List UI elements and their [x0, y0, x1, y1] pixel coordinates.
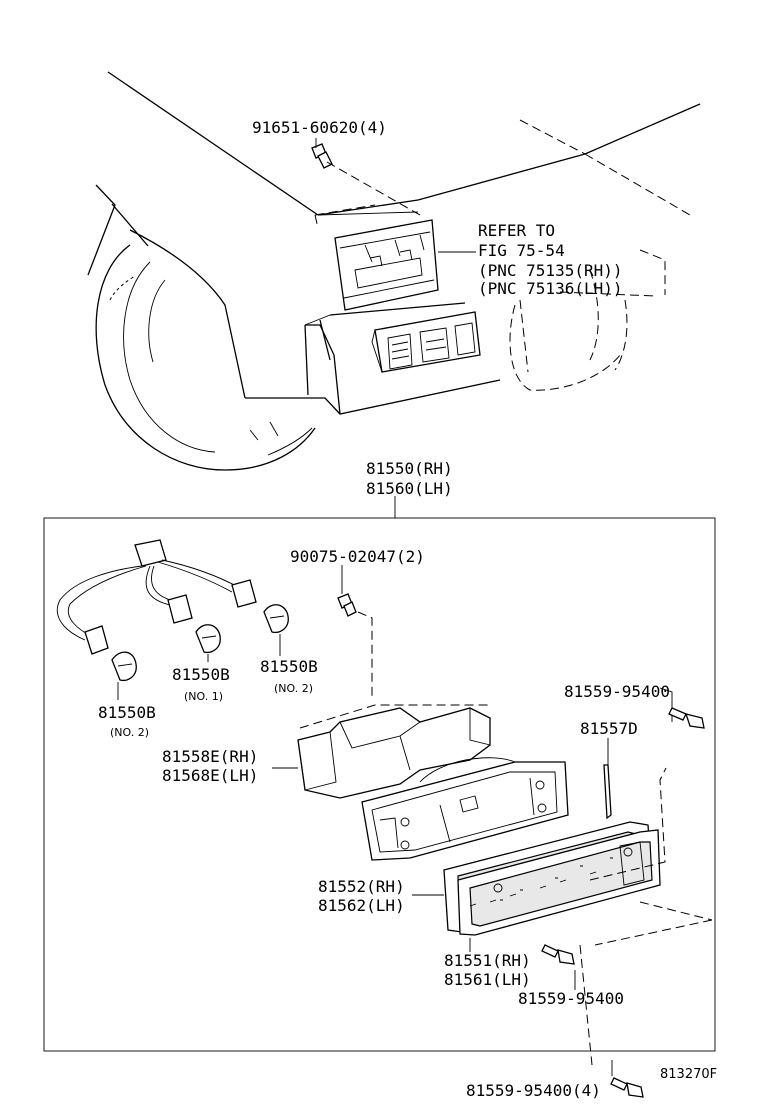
reference-note-line-2: FIG 75-54: [478, 241, 565, 260]
bulb-no2-right-note: (NO. 2): [274, 682, 313, 695]
lamp-housing: [297, 704, 491, 799]
part-number-bolt-top: 91651-60620(4): [252, 118, 387, 137]
part-number-bulb-no1: 81550B: [172, 665, 230, 684]
assembly-frame: [43, 517, 716, 1052]
gasket-strip: [603, 764, 612, 820]
bulb-icon: [263, 604, 289, 634]
reference-note-line-4: (PNC 75136(LH)): [478, 279, 623, 298]
part-number-lens-rh: 81552(RH): [318, 877, 405, 896]
bulb-no1-note: (NO. 1): [184, 690, 223, 703]
part-number-housing-lh: 81568E(LH): [162, 766, 258, 785]
reference-note-line-1: REFER TO: [478, 221, 555, 240]
figure-code: 813270F: [660, 1067, 717, 1082]
part-number-assy-lh: 81560(LH): [366, 479, 453, 498]
part-number-bulb-no2-left: 81550B: [98, 703, 156, 722]
part-number-lens-lh: 81562(LH): [318, 896, 405, 915]
part-number-cover-lh: 81561(LH): [444, 970, 531, 989]
part-number-housing-rh: 81558E(RH): [162, 747, 258, 766]
part-number-bulb-no2-right: 81550B: [260, 657, 318, 676]
screw-icon: [668, 707, 705, 729]
screw-icon: [541, 944, 575, 965]
lamp-body: [361, 757, 569, 861]
screw-icon: [610, 1077, 644, 1098]
bulb-icon: [195, 624, 221, 654]
part-number-screw-right: 81559-95400: [564, 682, 670, 701]
wiring-harness: [56, 539, 257, 655]
part-number-cover-rh: 81551(RH): [444, 951, 531, 970]
lamp-cover: [457, 829, 661, 936]
part-number-screw-bottom: 81559-95400(4): [466, 1081, 601, 1100]
part-number-screw-mid: 81559-95400: [518, 989, 624, 1008]
part-number-assy-rh: 81550(RH): [366, 459, 453, 478]
part-number-gasket: 81557D: [580, 719, 638, 738]
bolt-icon: [311, 143, 333, 169]
reference-note-line-3: (PNC 75135(RH)): [478, 261, 623, 280]
bulb-no2-left-note: (NO. 2): [110, 726, 149, 739]
vehicle-illustration: [87, 71, 701, 471]
part-number-screw-90075: 90075-02047(2): [290, 547, 425, 566]
screw-icon: [337, 593, 357, 617]
bulb-icon: [111, 651, 137, 682]
